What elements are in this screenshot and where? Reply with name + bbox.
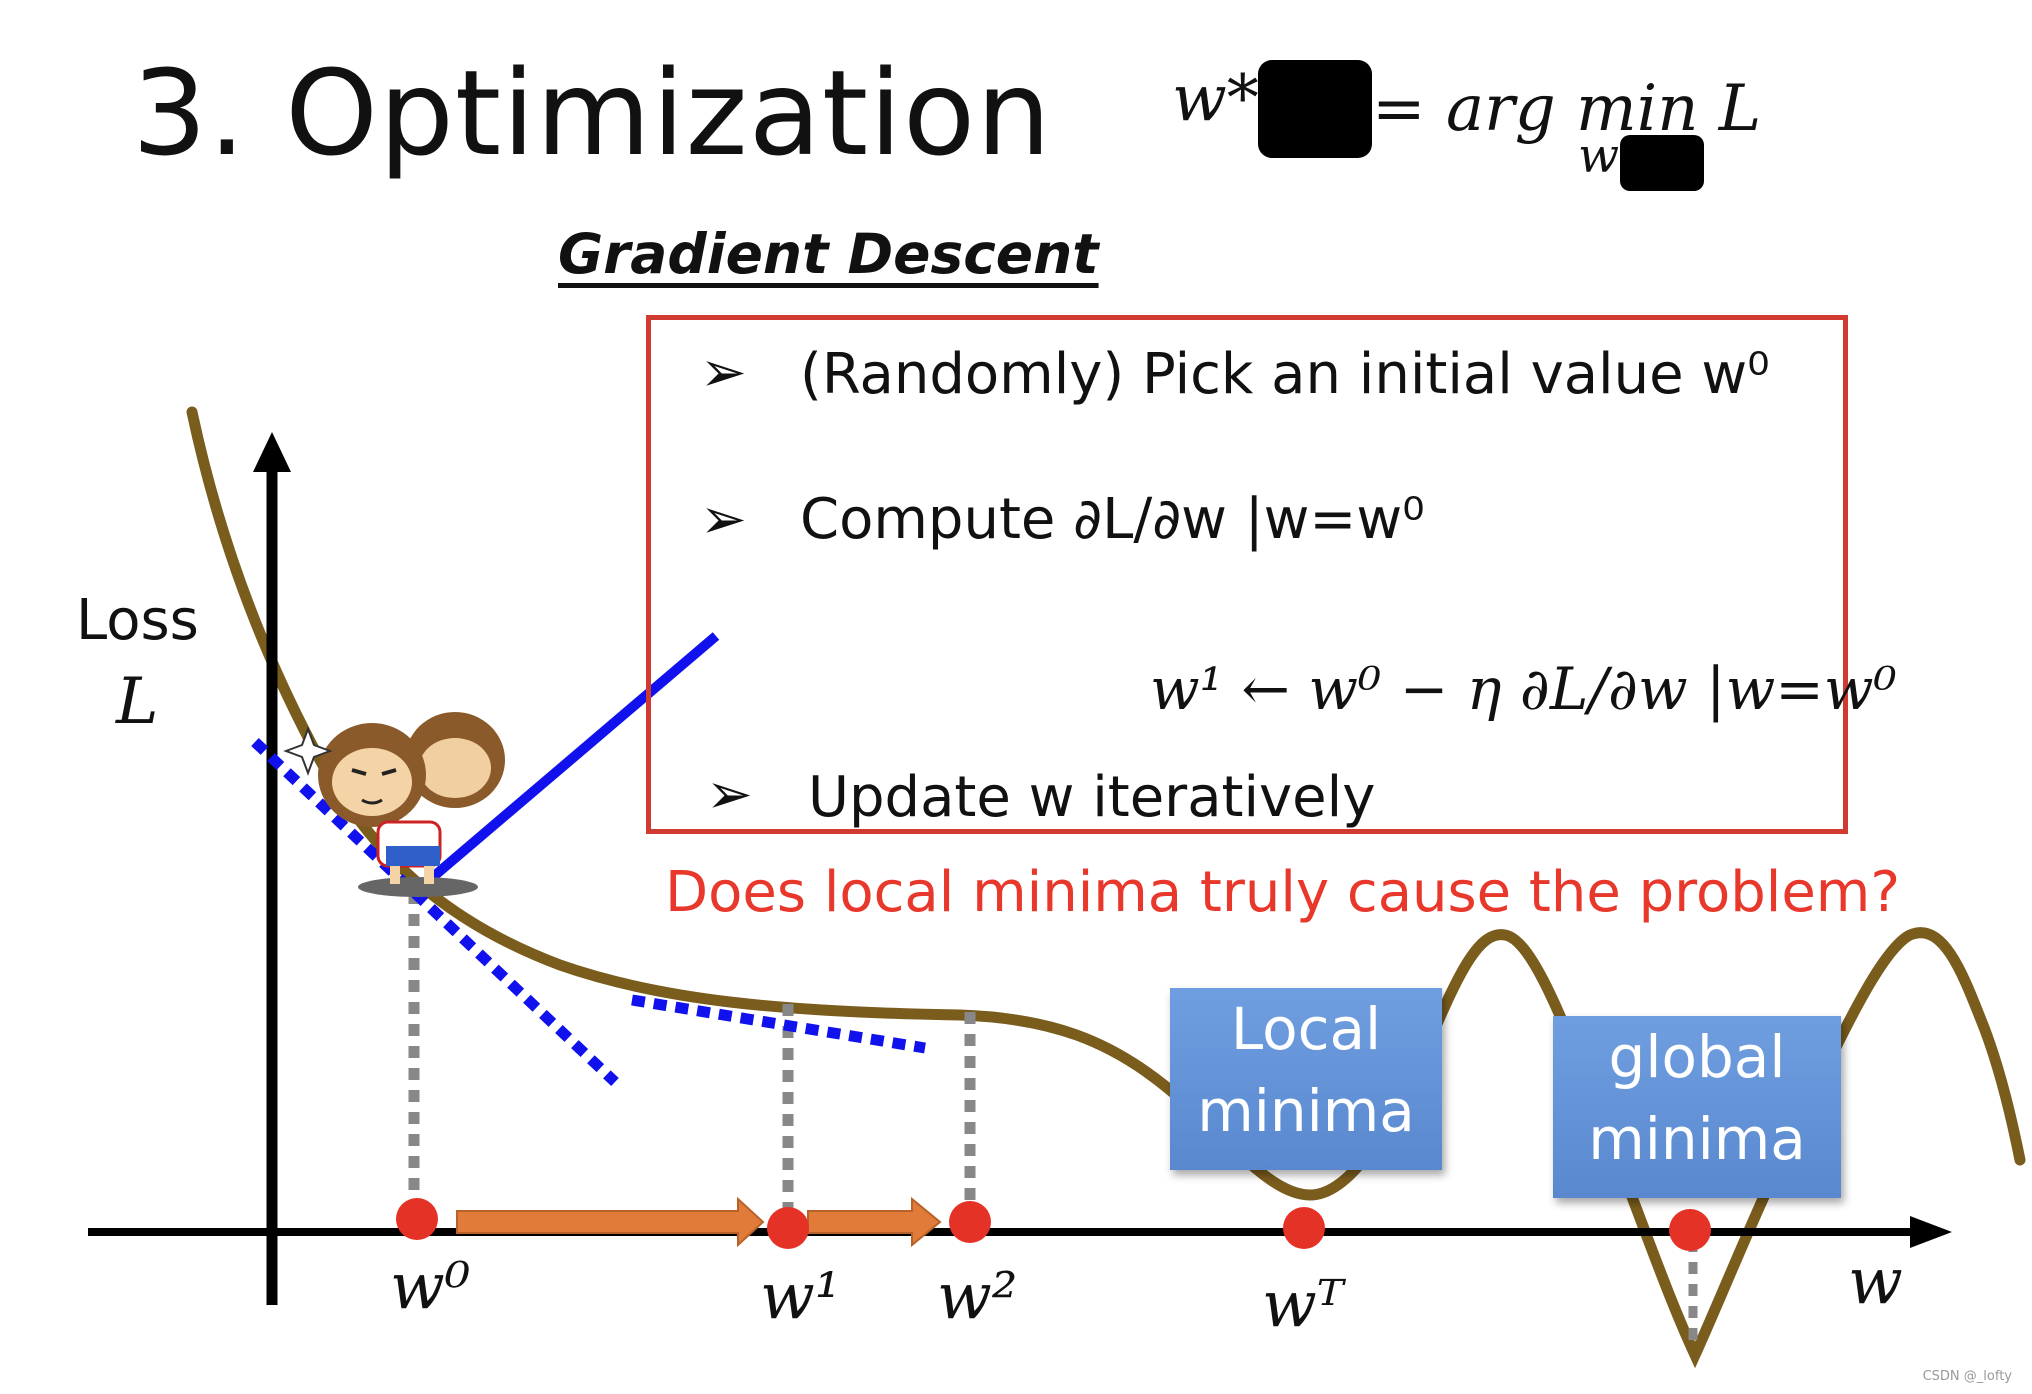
algorithm-box bbox=[646, 315, 1848, 834]
step-arrow-2 bbox=[807, 1196, 942, 1248]
point-w0 bbox=[396, 1198, 438, 1240]
label-w1: w¹ bbox=[760, 1260, 841, 1334]
redaction-block-1 bbox=[1258, 60, 1372, 158]
x-axis-arrowhead bbox=[1910, 1216, 1952, 1248]
y-axis-arrowhead bbox=[253, 432, 291, 472]
label-wT: wᵀ bbox=[1262, 1268, 1344, 1342]
label-w0: w⁰ bbox=[390, 1250, 471, 1324]
question-text: Does local minima truly cause the proble… bbox=[665, 860, 1901, 925]
argmin-formula-subscript: w bbox=[1578, 128, 1620, 184]
global-minima-line2: minima bbox=[1588, 1105, 1806, 1173]
bullet-arrow-icon: ➢ bbox=[700, 487, 747, 552]
watermark: CSDN @_lofty bbox=[1922, 1369, 2012, 1384]
argmin-formula-rhs: = arg min L bbox=[1372, 72, 1762, 146]
bullet-arrow-icon: ➢ bbox=[700, 340, 747, 405]
argmin-formula-lhs: w* bbox=[1172, 62, 1259, 136]
local-minima-line2: minima bbox=[1197, 1077, 1415, 1145]
y-axis-label-symbol: L bbox=[116, 665, 159, 739]
local-minima-callout: Local minima bbox=[1170, 988, 1442, 1170]
label-w2: w² bbox=[937, 1260, 1018, 1334]
point-wT bbox=[1283, 1207, 1325, 1249]
step-compute: Compute ∂L/∂w |w=w⁰ bbox=[800, 487, 1425, 552]
point-w1 bbox=[767, 1207, 809, 1249]
point-global bbox=[1669, 1209, 1711, 1251]
x-axis-label: w bbox=[1848, 1245, 1903, 1319]
section-heading: Gradient Descent bbox=[558, 222, 1099, 286]
step-arrow-1 bbox=[456, 1196, 765, 1248]
tangent-dotted-w1 bbox=[631, 994, 926, 1054]
global-minima-callout: global minima bbox=[1553, 1016, 1841, 1198]
tangent-dotted-w0 bbox=[251, 738, 619, 1086]
bullet-arrow-icon: ➢ bbox=[706, 762, 753, 827]
redaction-block-2 bbox=[1620, 135, 1704, 191]
monkey-character-icon bbox=[283, 712, 505, 897]
tangent-solid-normal bbox=[416, 632, 720, 892]
step-pick-initial: (Randomly) Pick an initial value w⁰ bbox=[800, 342, 1770, 407]
y-axis-label-loss: Loss bbox=[76, 588, 199, 653]
slide-title: 3. Optimization bbox=[132, 44, 1052, 182]
step-update-formula: w¹ ← w⁰ − η ∂L/∂w |w=w⁰ bbox=[1150, 655, 1897, 723]
step-iterate: Update w iteratively bbox=[808, 765, 1376, 830]
point-w2 bbox=[949, 1201, 991, 1243]
global-minima-line1: global bbox=[1608, 1023, 1786, 1091]
local-minima-line1: Local bbox=[1230, 995, 1382, 1063]
